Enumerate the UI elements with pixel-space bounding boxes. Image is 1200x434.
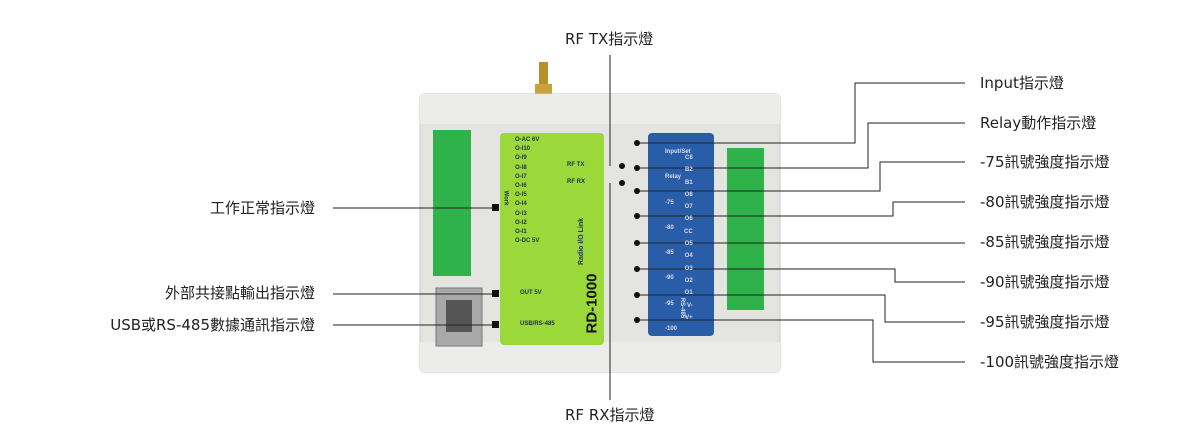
out-label: OUT 5V [520,290,542,296]
callout-usb: USB或RS-485數據通訊指示燈 [110,316,315,334]
callout-input: Input指示燈 [980,74,1064,92]
right-terminal-block [727,148,764,310]
green-label-panel [500,133,604,345]
blue-label-panel [648,133,714,336]
callout-100: -100訊號強度指示燈 [980,353,1120,371]
callout-work: 工作正常指示燈 [209,199,315,217]
callout-85: -85訊號強度指示燈 [980,233,1110,251]
callout-relay: Relay動作指示燈 [980,114,1097,132]
rf-rx-label: RF RX [567,179,585,185]
left-terminal-block [433,130,471,276]
callout-rf-tx: RF TX指示燈 [565,30,654,48]
work-label: Work [502,190,509,206]
callout-out: 外部共接點輸出指示燈 [164,284,315,302]
callout-90: -90訊號強度指示燈 [980,273,1110,291]
rs485-label: RS-485 [679,297,686,319]
callout-rf-rx: RF RX指示燈 [565,406,655,424]
usb-label: USB/RS-485 [520,321,555,327]
rf-tx-label: RF TX [567,162,585,168]
subtitle: Radio I/O Link [578,217,586,266]
callout-80: -80訊號強度指示燈 [980,193,1110,211]
callout-75: -75訊號強度指示燈 [980,153,1110,171]
usb-port [435,287,483,347]
model-name: RD-1000 [583,273,601,334]
antenna [539,62,548,84]
callout-95: -95訊號強度指示燈 [980,313,1110,331]
